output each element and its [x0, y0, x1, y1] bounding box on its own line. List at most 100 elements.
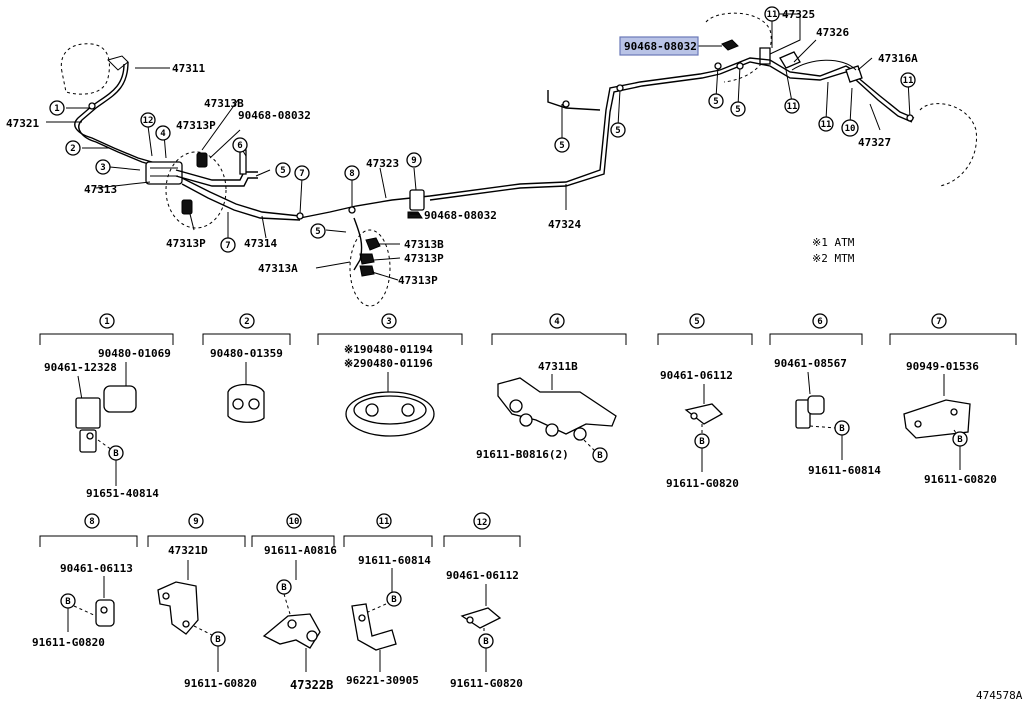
svg-text:90461-12328: 90461-12328: [44, 361, 117, 374]
svg-text:10: 10: [845, 124, 856, 134]
svg-text:12: 12: [477, 518, 488, 528]
svg-text:11: 11: [767, 10, 778, 20]
svg-text:5: 5: [315, 227, 320, 237]
pipe-47323: [299, 195, 431, 219]
svg-text:B: B: [957, 435, 963, 445]
svg-text:90461-06112: 90461-06112: [446, 569, 519, 582]
svg-text:47324: 47324: [548, 218, 581, 231]
svg-text:47325: 47325: [782, 8, 815, 21]
svg-text:※290480-01196: ※290480-01196: [344, 357, 433, 370]
svg-text:※190480-01194: ※190480-01194: [344, 343, 433, 356]
svg-text:11: 11: [787, 102, 798, 112]
fitting-9: [409, 189, 425, 211]
clamp-icon: [227, 383, 265, 423]
detail-zone-47313: [165, 151, 227, 229]
bracket-icon: [351, 603, 397, 651]
svg-text:91611-A0816: 91611-A0816: [264, 544, 337, 557]
svg-text:47313: 47313: [84, 183, 117, 196]
svg-text:90480-01359: 90480-01359: [210, 347, 283, 360]
svg-text:47326: 47326: [816, 26, 849, 39]
leader-lines-upper: [46, 13, 911, 281]
svg-text:91611-60814: 91611-60814: [358, 554, 431, 567]
svg-text:90461-06113: 90461-06113: [60, 562, 133, 575]
svg-text:4: 4: [160, 129, 166, 139]
detail-group-3: 3 ※190480-01194 ※290480-01196: [317, 313, 463, 437]
pipe-markers: [88, 62, 914, 220]
detail-zone-47313A: [349, 229, 391, 307]
pipe-rear-a: [719, 57, 857, 77]
svg-text:91611-G0820: 91611-G0820: [924, 473, 997, 486]
clip-47313P-a: [196, 152, 208, 168]
svg-text:B: B: [215, 635, 221, 645]
rear-drum-outline: [705, 12, 772, 83]
svg-text:91611-G0820: 91611-G0820: [666, 477, 739, 490]
detail-group-8: 8 90461-06113 B 91611-G0820: [32, 513, 138, 649]
svg-text:47313A: 47313A: [258, 262, 298, 275]
svg-text:90468-08032: 90468-08032: [238, 109, 311, 122]
detail-group-7: 7 90949-01536 B 91611-G0820: [889, 313, 1017, 486]
svg-text:91611-G0820: 91611-G0820: [184, 677, 257, 690]
svg-text:47311: 47311: [172, 62, 205, 75]
svg-text:B: B: [281, 583, 287, 593]
bracket-icon: [157, 581, 199, 635]
svg-text:5: 5: [559, 141, 564, 151]
callouts-upper: 1 2 3 4 12 6 5 7 7 8 9 5 5 5 5 5 11 11 1…: [49, 6, 916, 253]
detail-group-5: 5 90461-06112 B 91611-G0820: [657, 313, 753, 490]
svg-text:90461-06112: 90461-06112: [660, 369, 733, 382]
svg-text:11: 11: [821, 120, 832, 130]
svg-text:47316A: 47316A: [878, 52, 918, 65]
svg-text:90480-01069: 90480-01069: [98, 347, 171, 360]
junction-block: [145, 161, 183, 185]
svg-text:47313B: 47313B: [204, 97, 244, 110]
pipe-detour: [547, 90, 601, 111]
pipe-47313-b: [175, 175, 258, 187]
clamp-icon: [684, 403, 724, 425]
svg-text:B: B: [839, 424, 845, 434]
svg-text:9: 9: [193, 517, 198, 527]
svg-text:1: 1: [104, 317, 109, 327]
svg-text:11: 11: [379, 517, 390, 527]
svg-text:7: 7: [225, 241, 230, 251]
svg-text:90461-08567: 90461-08567: [774, 357, 847, 370]
svg-text:11: 11: [903, 76, 914, 86]
svg-text:96221-30905: 96221-30905: [346, 674, 419, 687]
svg-text:91611-B0816(2): 91611-B0816(2): [476, 448, 569, 461]
svg-text:1: 1: [54, 104, 59, 114]
pipe-47321-b: [74, 63, 167, 167]
svg-text:91611-60814: 91611-60814: [808, 464, 881, 477]
svg-text:12: 12: [143, 116, 154, 126]
svg-text:5: 5: [713, 97, 718, 107]
svg-text:B: B: [483, 637, 489, 647]
svg-text:47314: 47314: [244, 237, 277, 250]
detail-group-10: 10 91611-A0816 B 47322B: [251, 513, 337, 692]
hl-clip: [721, 39, 739, 51]
pipe-47314: [181, 177, 301, 217]
detail-group-1: 1 90480-01069 90461-12328 B 91651-40814: [39, 313, 174, 500]
pipe-47321: [78, 61, 171, 171]
pipe-47313A: [353, 217, 363, 271]
svg-text:3: 3: [386, 317, 391, 327]
svg-text:B: B: [699, 437, 705, 447]
svg-text:B: B: [65, 597, 71, 607]
pipe-47327-b: [855, 79, 913, 123]
grommet-icon: [103, 385, 137, 413]
svg-text:5: 5: [735, 105, 740, 115]
clamp-icon: [460, 607, 502, 629]
clip-47313P-c: [359, 253, 375, 265]
svg-text:47311B: 47311B: [538, 360, 578, 373]
svg-text:91611-G0820: 91611-G0820: [450, 677, 523, 690]
fitting-47325: [759, 47, 771, 65]
diagram-id: 474578A: [976, 689, 1023, 702]
svg-text:47313P: 47313P: [404, 252, 444, 265]
svg-text:47321D: 47321D: [168, 544, 208, 557]
pipe-47324: [429, 69, 721, 197]
highlight-box: [619, 36, 699, 56]
highlight-part-label[interactable]: 90468-08032: [624, 40, 697, 53]
clip-90468-a: [407, 211, 423, 219]
svg-text:7: 7: [299, 169, 304, 179]
clip-47313B-b: [365, 237, 381, 251]
svg-text:47313P: 47313P: [166, 237, 206, 250]
svg-text:B: B: [391, 595, 397, 605]
svg-text:2: 2: [70, 144, 75, 154]
